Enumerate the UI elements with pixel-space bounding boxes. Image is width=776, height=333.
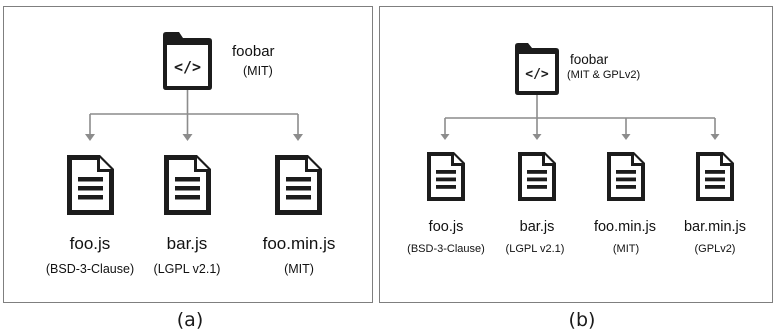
tree-diagram-a: </>: [67, 32, 322, 215]
document-icon: [607, 152, 645, 201]
file-name: bar.js: [166, 234, 208, 253]
file-name: foo.js: [428, 219, 464, 235]
folder-code-icon: </>: [163, 32, 212, 90]
panel-a: </>: [3, 6, 373, 303]
root-name: foobar: [232, 43, 275, 60]
document-icon: [518, 152, 556, 201]
svg-text:</>: </>: [174, 58, 201, 76]
file-license: (BSD-3-Clause): [407, 243, 485, 255]
connector-lines: [444, 95, 716, 136]
panel-b: </>: [379, 6, 773, 303]
file-name: foo.js: [69, 234, 111, 253]
svg-text:</>: </>: [525, 67, 549, 82]
root-name: foobar: [570, 52, 609, 67]
root-license: (MIT): [243, 64, 273, 78]
file-name: bar.js: [519, 219, 555, 235]
document-icon: [164, 155, 211, 215]
document-icon: [427, 152, 465, 201]
file-name: foo.min.js: [593, 219, 657, 235]
document-icon: [696, 152, 734, 201]
tree-diagram-b: </>: [427, 43, 734, 201]
connector-lines: [89, 90, 299, 136]
file-name: bar.min.js: [683, 219, 747, 235]
connector-arrowheads: [440, 134, 720, 140]
file-license: (GPLv2): [694, 243, 736, 255]
file-license: (MIT): [284, 262, 314, 276]
folder-code-icon: </>: [515, 43, 559, 95]
file-license: (LGPL v2.1): [505, 243, 565, 255]
file-license: (LGPL v2.1): [153, 262, 221, 276]
document-icon: [67, 155, 114, 215]
connector-arrowheads: [85, 134, 303, 141]
caption-a: (a): [176, 309, 204, 331]
file-license: (BSD-3-Clause): [45, 262, 135, 276]
root-license: (MIT & GPLv2): [567, 69, 641, 81]
file-license: (MIT): [612, 243, 640, 255]
document-icon: [275, 155, 322, 215]
file-name: foo.min.js: [262, 234, 336, 253]
caption-b: (b): [568, 309, 596, 331]
